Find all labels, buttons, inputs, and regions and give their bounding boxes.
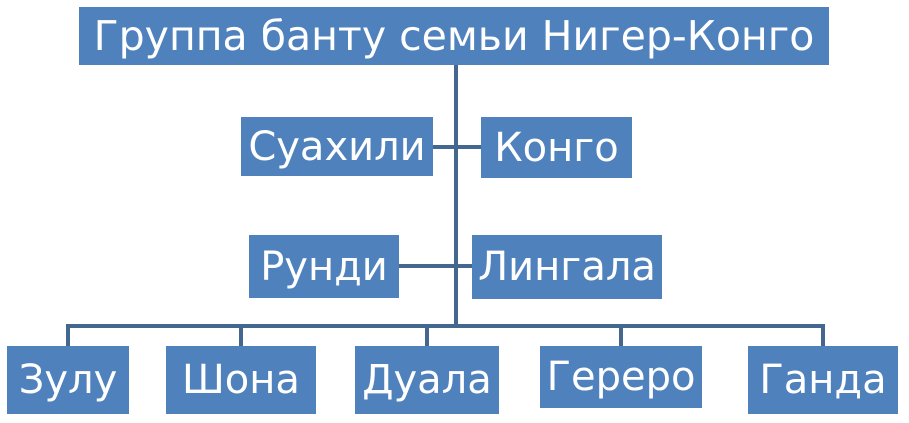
node-shona-label: Шона bbox=[182, 357, 300, 403]
node-lingala: Лингала bbox=[472, 235, 662, 299]
node-lingala-label: Лингала bbox=[478, 244, 656, 290]
node-herero: Гереро bbox=[540, 346, 702, 408]
node-swahili-label: Суахили bbox=[248, 123, 426, 170]
node-kongo: Конго bbox=[481, 117, 632, 178]
node-kongo-label: Конго bbox=[494, 124, 619, 171]
root-node: Группа банту семьи Нигер-Конго bbox=[79, 7, 829, 65]
node-zulu-label: Зулу bbox=[18, 357, 118, 403]
node-herero-label: Гереро bbox=[546, 354, 696, 400]
node-rundi: Рунди bbox=[249, 235, 399, 298]
node-shona: Шона bbox=[166, 346, 316, 414]
node-ganda: Ганда bbox=[748, 346, 898, 414]
node-zulu: Зулу bbox=[7, 346, 129, 414]
node-rundi-label: Рунди bbox=[260, 243, 388, 290]
root-node-label: Группа банту семьи Нигер-Конго bbox=[93, 11, 815, 60]
node-swahili: Суахили bbox=[241, 117, 433, 176]
node-duala: Дуала bbox=[355, 346, 499, 414]
node-duala-label: Дуала bbox=[362, 357, 492, 403]
node-ganda-label: Ганда bbox=[759, 357, 887, 403]
